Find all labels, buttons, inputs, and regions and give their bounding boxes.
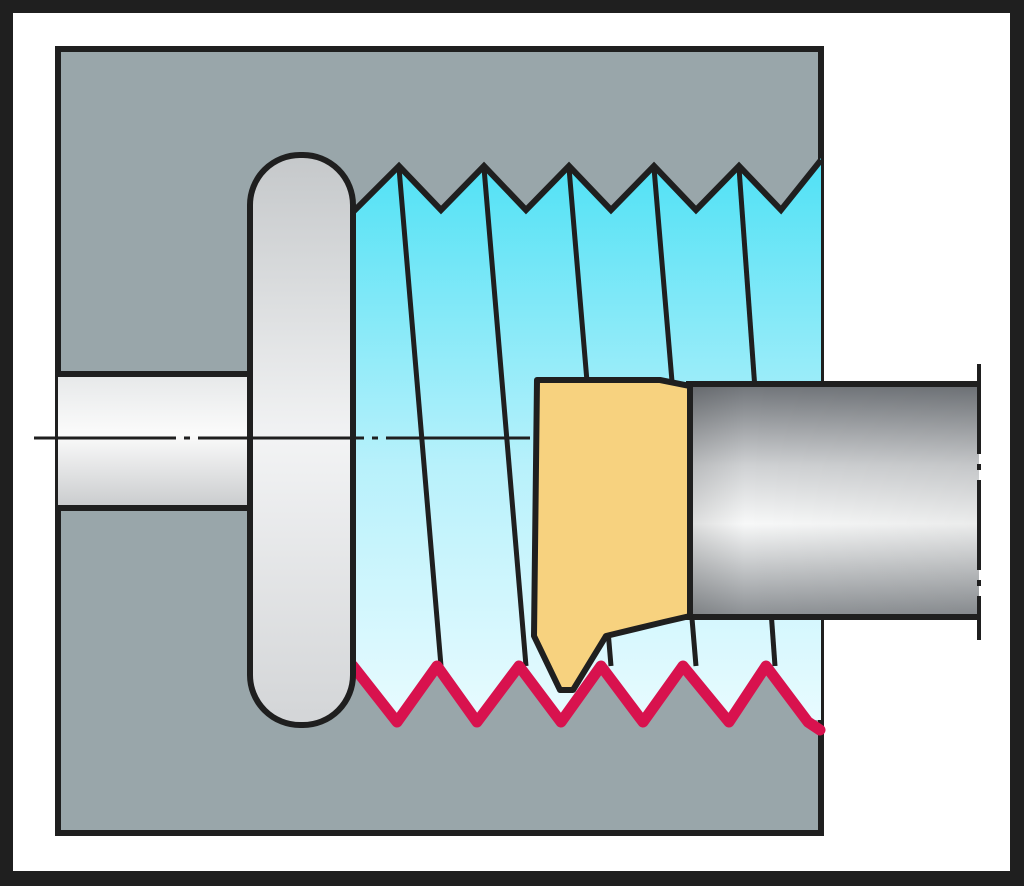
thread-profile — [347, 660, 826, 736]
boring-bar-shade — [686, 384, 979, 617]
thread-crest-outline — [350, 158, 824, 215]
undercut-groove — [247, 152, 356, 728]
bore-channel — [58, 374, 253, 508]
threading-insert — [531, 377, 693, 693]
boring-bar-outline — [686, 381, 979, 620]
